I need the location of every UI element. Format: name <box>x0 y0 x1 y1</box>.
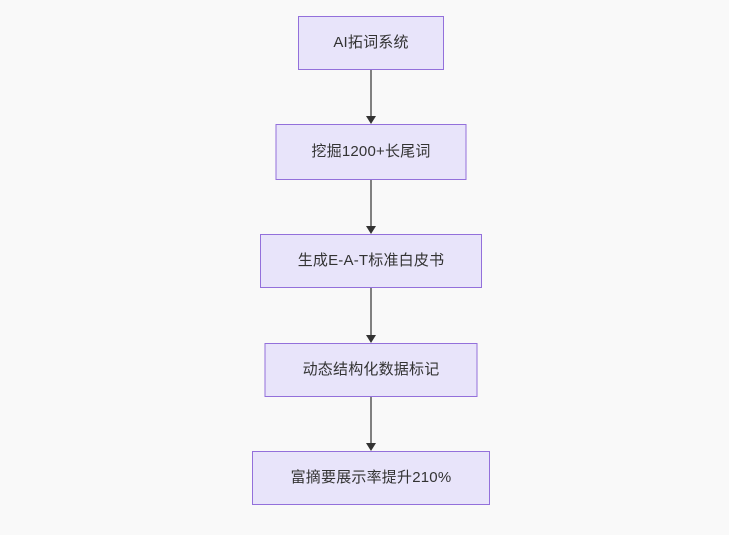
flow-node[interactable]: 生成E-A-T标准白皮书 <box>260 234 482 288</box>
flow-arrow-head-icon <box>366 443 376 451</box>
flow-node[interactable]: AI拓词系统 <box>298 16 444 70</box>
flow-node[interactable]: 动态结构化数据标记 <box>264 343 478 397</box>
flow-node-label: 挖掘1200+长尾词 <box>311 143 431 160</box>
flow-node-label: 富摘要展示率提升210% <box>290 469 452 486</box>
flow-arrow-line <box>370 397 372 444</box>
flow-arrow-head-icon <box>366 335 376 343</box>
flow-node[interactable]: 挖掘1200+长尾词 <box>275 124 467 180</box>
flow-arrow <box>365 397 377 451</box>
flow-arrow-line <box>370 288 372 336</box>
flow-arrow-head-icon <box>366 116 376 124</box>
flow-arrow <box>365 288 377 343</box>
flow-node-label: 动态结构化数据标记 <box>302 361 440 378</box>
flow-arrow <box>365 180 377 234</box>
flow-arrow-line <box>370 180 372 227</box>
flow-arrow-head-icon <box>366 226 376 234</box>
flow-node-label: AI拓词系统 <box>333 34 409 51</box>
flow-node[interactable]: 富摘要展示率提升210% <box>252 451 490 505</box>
flow-node-label: 生成E-A-T标准白皮书 <box>297 252 445 269</box>
flow-arrow <box>365 70 377 124</box>
flow-arrow-line <box>370 70 372 117</box>
